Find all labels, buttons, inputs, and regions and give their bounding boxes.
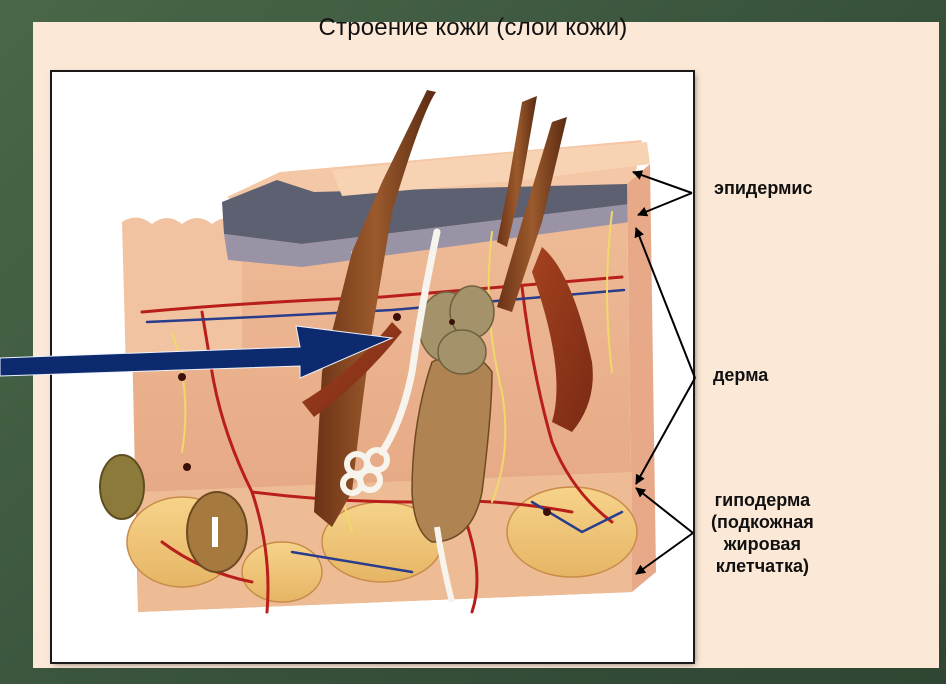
fat-lobule-3	[507, 487, 637, 577]
label-hypodermis-line3: жировая	[711, 533, 814, 555]
skin-model-illustration	[52, 72, 693, 662]
page-title: Строение кожи (слои кожи)	[0, 14, 946, 42]
fat-lobule-4	[242, 542, 322, 602]
label-hypodermis: гиподерма (подкожная жировая клетчатка)	[711, 489, 814, 577]
label-hypodermis-line1: гиподерма	[711, 489, 814, 511]
skin-model-image	[52, 72, 693, 662]
dermal-papillae	[122, 217, 242, 372]
label-hypodermis-line2: (подкожная	[711, 511, 814, 533]
label-epidermis: эпидермис	[714, 177, 812, 199]
label-hypodermis-line4: клетчатка)	[711, 555, 814, 577]
label-dermis: дерма	[713, 364, 768, 386]
